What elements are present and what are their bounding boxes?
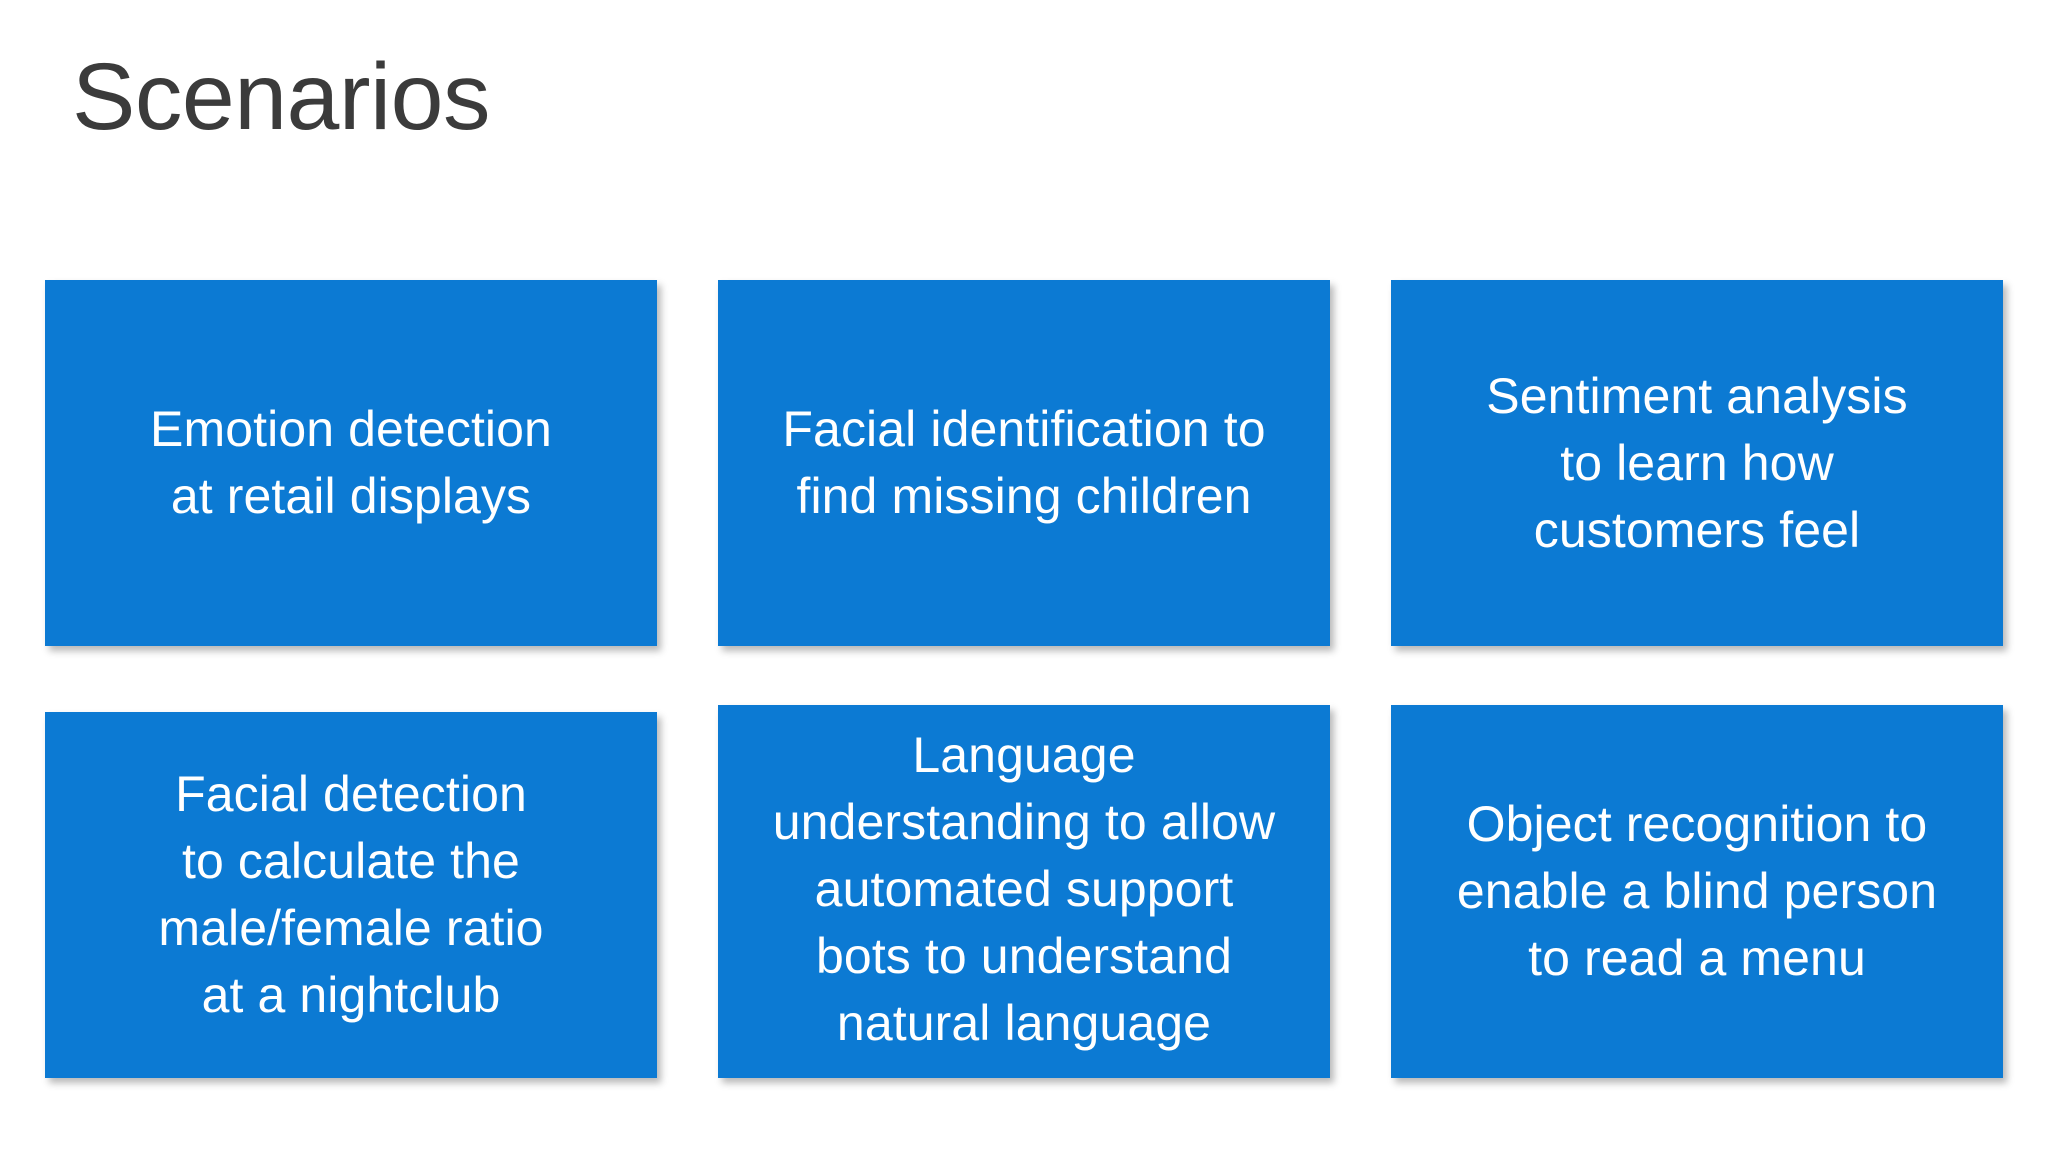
scenario-card-label: Facial identification to find missing ch… <box>782 401 1266 524</box>
scenario-card-label: Emotion detection at retail displays <box>150 401 552 524</box>
scenario-card-facial-detection[interactable]: Facial detection to calculate the male/f… <box>45 712 657 1078</box>
scenario-card-label: Language understanding to allow automate… <box>772 727 1276 1051</box>
page-title: Scenarios <box>72 44 490 150</box>
scenario-card-facial-identification[interactable]: Facial identification to find missing ch… <box>718 280 1330 646</box>
scenario-card-emotion-detection[interactable]: Emotion detection at retail displays <box>45 280 657 646</box>
scenario-card-language-understanding[interactable]: Language understanding to allow automate… <box>718 705 1330 1078</box>
scenario-card-object-recognition[interactable]: Object recognition to enable a blind per… <box>1391 705 2003 1078</box>
scenario-card-label: Sentiment analysis to learn how customer… <box>1486 367 1908 558</box>
scenario-card-label: Object recognition to enable a blind per… <box>1456 796 1938 986</box>
scenario-card-sentiment-analysis[interactable]: Sentiment analysis to learn how customer… <box>1391 280 2003 646</box>
scenario-card-label: Facial detection to calculate the male/f… <box>158 766 544 1023</box>
